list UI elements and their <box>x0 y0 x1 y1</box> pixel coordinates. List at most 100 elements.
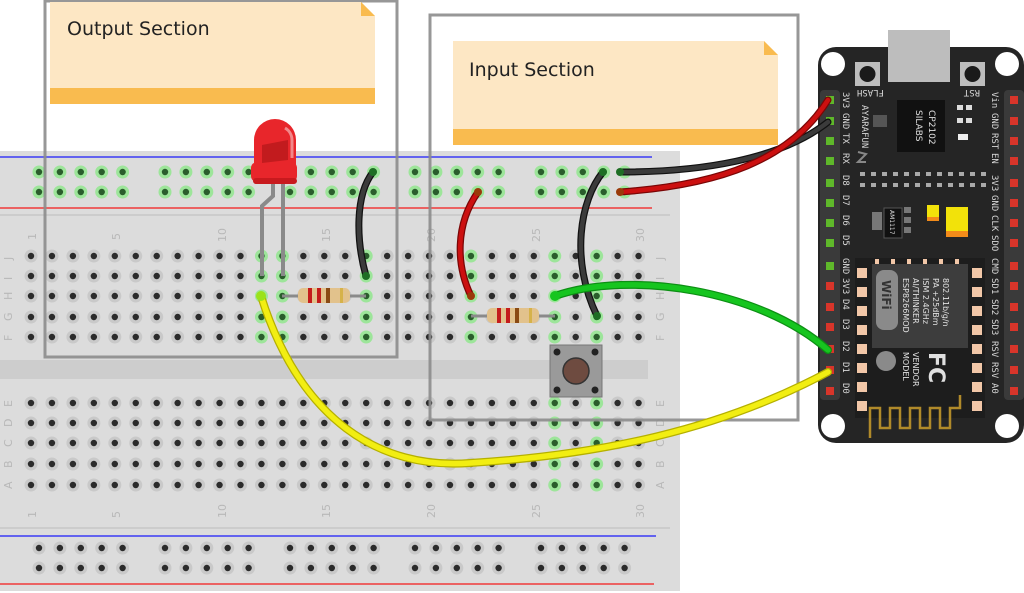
right-pin-label: A0 <box>989 383 999 394</box>
pin-sd2[interactable] <box>1010 303 1018 311</box>
resistor-input[interactable] <box>471 308 555 323</box>
row-letter: G <box>654 312 667 321</box>
breadboard-hole-center <box>530 481 537 489</box>
pin-d8[interactable] <box>826 179 834 187</box>
breadboard-hole-center <box>530 292 537 300</box>
pin-cmd[interactable] <box>1010 262 1018 270</box>
row-letter: G <box>2 312 15 321</box>
pin-d5[interactable] <box>826 239 834 247</box>
breadboard-hole-center <box>453 168 460 176</box>
pin-sd1[interactable] <box>1010 282 1018 290</box>
breadboard-hole-center <box>35 544 43 552</box>
output-section-frame[interactable] <box>43 0 399 359</box>
esp-pad <box>857 401 867 411</box>
breadboard-hole-center <box>132 272 139 280</box>
breadboard-hole-center <box>635 333 642 341</box>
breadboard-hole-center <box>224 544 231 552</box>
breadboard-hole-center <box>48 313 56 321</box>
rst-button[interactable] <box>960 62 985 86</box>
pin-d4[interactable] <box>826 303 834 311</box>
breadboard-hole-center <box>342 252 349 260</box>
breadboard-hole-center <box>195 313 202 321</box>
breadboard-hole-center <box>600 564 607 572</box>
pin-3v3[interactable] <box>1010 179 1018 187</box>
breadboard-hole-center <box>35 564 43 572</box>
mounting-hole <box>995 414 1019 438</box>
breadboard-hole-center <box>404 272 412 280</box>
pin-sd3[interactable] <box>1010 323 1018 331</box>
breadboard-hole-center <box>77 188 85 196</box>
wires <box>256 96 832 468</box>
pin-sdo[interactable] <box>1010 239 1018 247</box>
breadboard-hole-center <box>307 544 315 552</box>
breadboard-hole-center <box>237 313 244 321</box>
red-led[interactable] <box>251 119 297 276</box>
breadboard-hole-center <box>300 419 307 427</box>
pin-d6[interactable] <box>826 219 834 227</box>
row-letter: B <box>654 460 667 468</box>
breadboard-hole-center <box>579 168 586 176</box>
pin-rsv[interactable] <box>1010 366 1018 374</box>
breadboard-hole-center <box>467 439 475 447</box>
breadboard-hole-center <box>635 460 642 468</box>
breadboard-hole-center <box>153 419 160 427</box>
pin-gnd[interactable] <box>826 262 834 270</box>
esp-pad <box>857 306 867 316</box>
pin-d7[interactable] <box>826 199 834 207</box>
breadboard-hole-center <box>111 292 119 300</box>
breadboard-hole-center <box>98 564 105 572</box>
breadboard-hole-center <box>321 313 328 321</box>
pin-tx[interactable] <box>826 137 834 145</box>
pin-vin[interactable] <box>1010 96 1018 104</box>
resistor-output[interactable] <box>282 288 366 303</box>
breadboard-hole-center <box>132 252 139 260</box>
row-letter: A <box>654 481 667 489</box>
breadboard-hole-center <box>69 439 77 447</box>
pin-clk[interactable] <box>1010 219 1018 227</box>
pin-gnd[interactable] <box>1010 199 1018 207</box>
breadboard-hole-center <box>216 252 223 260</box>
breadboard-hole-center <box>300 481 307 489</box>
pin-d0[interactable] <box>826 387 834 395</box>
breadboard-hole-center <box>48 439 56 447</box>
breadboard-hole-center <box>572 439 579 447</box>
breadboard-hole-center <box>530 272 537 280</box>
pin-a0[interactable] <box>1010 387 1018 395</box>
breadboard-hole-center <box>572 481 579 489</box>
usb-port[interactable] <box>888 30 950 82</box>
left-pin-label: D2 <box>840 341 850 352</box>
column-number: 15 <box>320 228 333 242</box>
breadboard-hole-center <box>537 188 545 196</box>
button-cap[interactable] <box>562 357 590 385</box>
pin-rx[interactable] <box>826 157 834 165</box>
breadboard-hole-center <box>77 564 85 572</box>
breadboard-hole-center <box>446 439 454 447</box>
breadboard-hole-center <box>245 544 252 552</box>
input-section-title: Input Section <box>469 59 595 81</box>
breadboard-hole-center <box>342 272 349 280</box>
breadboard-hole-center <box>614 460 621 468</box>
breadboard-hole-center <box>48 252 56 260</box>
pin-rst[interactable] <box>1010 137 1018 145</box>
flash-button[interactable] <box>855 62 880 86</box>
pin-en[interactable] <box>1010 157 1018 165</box>
pin-rsv[interactable] <box>1010 345 1018 353</box>
breadboard-hole-center <box>153 292 160 300</box>
input-section-note[interactable]: Input Section <box>453 41 778 145</box>
breadboard-hole-center <box>363 481 370 489</box>
breadboard-hole-center <box>300 460 307 468</box>
breadboard-hole-center <box>216 399 223 407</box>
input-section-frame[interactable] <box>428 13 800 422</box>
pin-3v3[interactable] <box>826 282 834 290</box>
pin-gnd[interactable] <box>1010 117 1018 125</box>
breadboard-hole-center <box>258 419 265 427</box>
breadboard-hole-center <box>153 313 160 321</box>
breadboard-hole-center <box>363 460 370 468</box>
output-section-note[interactable]: Output Section <box>50 2 375 104</box>
pin-d3[interactable] <box>826 323 834 331</box>
push-button[interactable] <box>549 344 603 398</box>
column-number: 10 <box>216 504 229 518</box>
breadboard-hole-center <box>635 481 642 489</box>
breadboard-hole-center <box>467 252 475 260</box>
